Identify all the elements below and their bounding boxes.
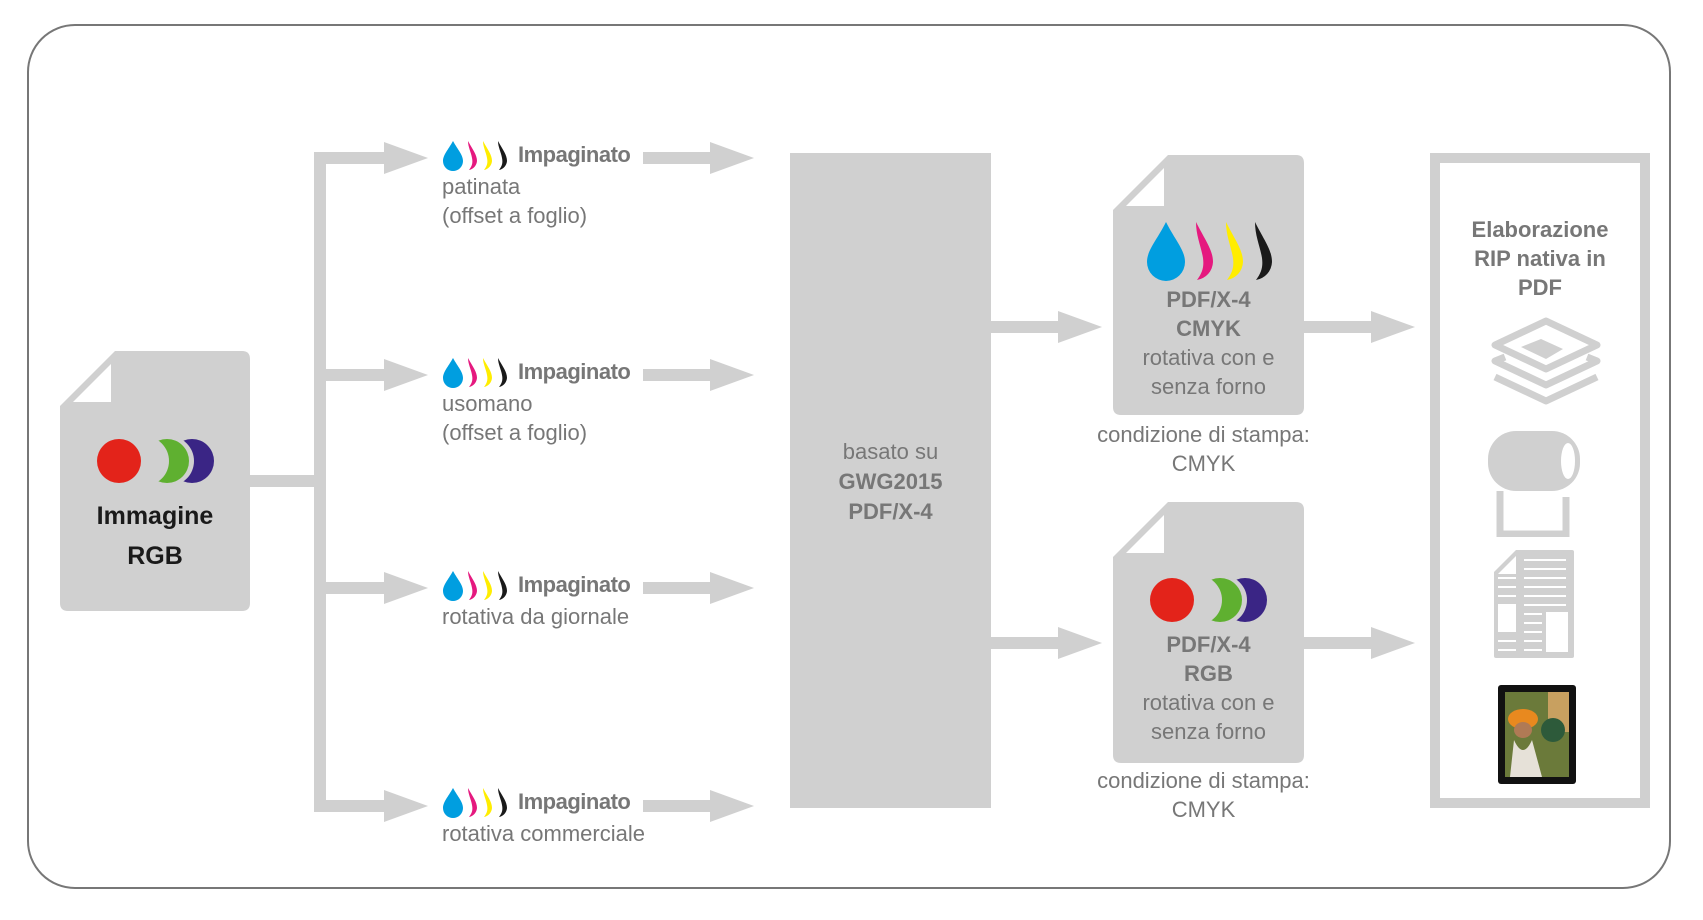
standard-line2: GWG2015 (838, 469, 943, 494)
flow-arrow-shaft (643, 152, 713, 164)
output-desc-line1: rotativa con e (1142, 690, 1275, 715)
output-title-line2: RGB (1184, 661, 1233, 686)
diagram-frame (27, 24, 1671, 889)
flow-arrow-shaft (991, 321, 1061, 333)
layout-item: Impaginato rotativa da giornale (442, 568, 631, 631)
layout-title: Impaginato (518, 142, 631, 167)
output-condition: condizione di stampa: CMYK (1060, 766, 1347, 824)
flow-arrow-shaft (1304, 637, 1374, 649)
standard-box: basato su GWG2015 PDF/X-4 (790, 153, 991, 808)
condition-line2: CMYK (1171, 797, 1236, 822)
layout-title: Impaginato (518, 789, 631, 814)
rip-title-line1: Elaborazione (1471, 217, 1609, 242)
flow-arrow-shaft (991, 637, 1061, 649)
layout-item: Impaginato usomano (offset a foglio) (442, 355, 631, 447)
layout-item: Impaginato rotativa commerciale (442, 785, 645, 848)
cmyk-drops-icon (443, 358, 507, 388)
branch-arrow-head (384, 142, 428, 174)
branch-arrow-shaft (314, 152, 394, 164)
flow-arrow-shaft (643, 582, 713, 594)
branch-arrow-head (384, 572, 428, 604)
branch-arrow-head (384, 790, 428, 822)
rip-panel: Elaborazione RIP nativa in PDF (1430, 153, 1650, 808)
output-condition: condizione di stampa: CMYK (1060, 420, 1347, 478)
flow-arrow-shaft (1304, 321, 1374, 333)
flow-arrow-head (1371, 311, 1415, 343)
flow-arrow-head (1058, 311, 1102, 343)
standard-line3: PDF/X-4 (848, 499, 933, 524)
newspaper-icon (1494, 550, 1574, 658)
flow-arrow-shaft (643, 369, 713, 381)
layout-subtitle: patinata (442, 174, 521, 199)
source-title-line2: RGB (127, 542, 183, 570)
layout-subtitle: rotativa commerciale (442, 821, 645, 846)
flow-arrow-head (710, 572, 754, 604)
rgb-circles-icon (97, 437, 214, 485)
output-title-line2: CMYK (1176, 316, 1241, 341)
source-rgb-document: Immagine RGB (60, 351, 250, 611)
output-document-cmyk: PDF/X-4 CMYK rotativa con e senza forno (1113, 155, 1304, 415)
output-title-line1: PDF/X-4 (1166, 632, 1251, 657)
layout-subtitle: rotativa da giornale (442, 604, 630, 629)
cmyk-drops-icon (443, 571, 507, 601)
flow-arrow-head (710, 142, 754, 174)
branch-arrow-shaft (314, 582, 394, 594)
layout-title: Impaginato (518, 572, 631, 597)
condition-line2: CMYK (1171, 451, 1236, 476)
output-desc-line2: senza forno (1151, 374, 1266, 399)
document-shape (1113, 502, 1304, 763)
output-document-rgb: PDF/X-4 RGB rotativa con e senza forno (1113, 502, 1304, 763)
cmyk-drops-icon (443, 788, 507, 818)
rip-title-line3: PDF (1518, 275, 1562, 300)
document-shape (1113, 155, 1304, 415)
flow-arrow-head (710, 790, 754, 822)
layout-title: Impaginato (518, 359, 631, 384)
output-desc-line1: rotativa con e (1142, 345, 1275, 370)
rgb-circles-icon (1150, 576, 1267, 624)
cmyk-drops-icon (443, 141, 507, 171)
standard-line1: basato su (842, 439, 939, 464)
branch-trunk-connector (314, 152, 326, 812)
layout-subtitle: (offset a foglio) (442, 203, 588, 228)
source-title-line1: Immagine (96, 502, 214, 530)
layout-item: Impaginato patinata (offset a foglio) (442, 138, 631, 230)
branch-arrow-shaft (314, 369, 394, 381)
flow-arrow-head (1371, 627, 1415, 659)
tablet-photo-icon (1498, 685, 1576, 784)
cmyk-drops-icon (1147, 222, 1272, 281)
branch-arrow-shaft (314, 800, 394, 812)
condition-line1: condizione di stampa: (1097, 422, 1310, 447)
flow-arrow-shaft (643, 800, 713, 812)
branch-arrow-head (384, 359, 428, 391)
condition-line1: condizione di stampa: (1097, 768, 1310, 793)
source-stem-connector (250, 475, 320, 487)
paper-roll-icon (1488, 431, 1580, 537)
layout-subtitle: (offset a foglio) (442, 420, 588, 445)
flow-arrow-head (1058, 627, 1102, 659)
output-title-line1: PDF/X-4 (1166, 287, 1251, 312)
layout-subtitle: usomano (442, 391, 533, 416)
sheet-stack-icon (1491, 317, 1601, 405)
rip-title-line2: RIP nativa in (1474, 246, 1606, 271)
output-desc-line2: senza forno (1151, 719, 1266, 744)
flow-arrow-head (710, 359, 754, 391)
